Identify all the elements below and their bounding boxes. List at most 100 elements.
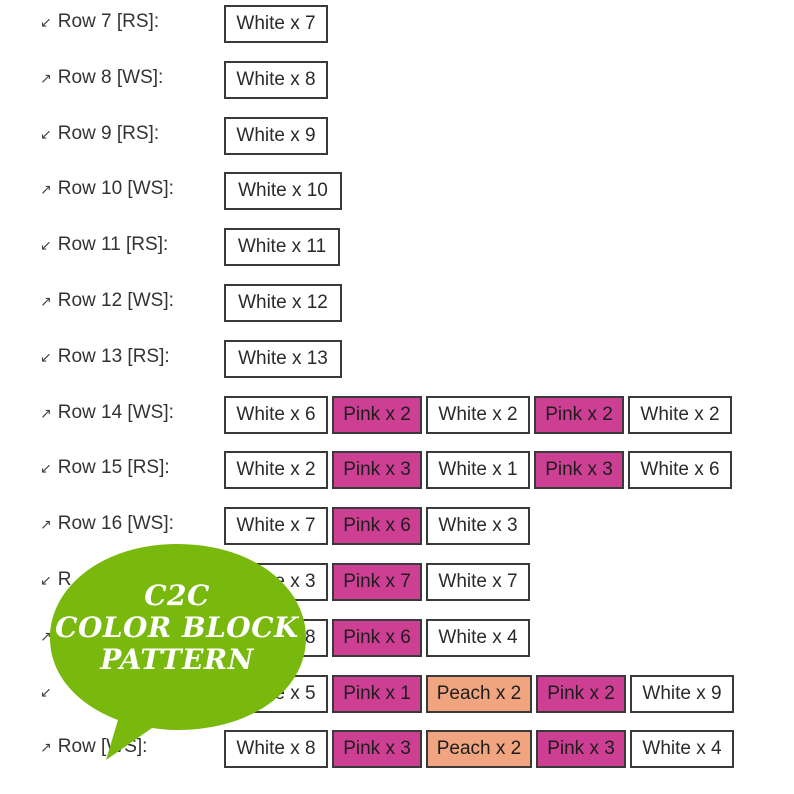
stitch-cell-pink: Pink x 6 [332, 618, 422, 657]
stitch-cell-white: White x 4 [426, 618, 530, 657]
pattern-row: ↙ Row 13 [RS]: White x 13 [0, 338, 794, 382]
row-label-text: Row 16 [WS]: [57, 513, 174, 535]
arrow-up-right-icon: ↗ [40, 516, 52, 533]
arrow-up-right-icon: ↗ [40, 404, 52, 421]
bubble-title: C2C COLOR BLOCK PATTERN [46, 580, 308, 676]
stitch-cell-pink: Pink x 3 [332, 730, 422, 769]
arrow-up-right-icon: ↗ [40, 293, 52, 309]
stitch-cell-pink: Pink x 3 [534, 451, 624, 490]
pattern-row: ↗ Row 12 [WS]: White x 12 [0, 282, 794, 326]
arrow-down-left-icon: ↙ [40, 683, 52, 700]
speech-bubble [50, 544, 306, 760]
row-label-text: Row 11 [RS]: [57, 234, 169, 256]
arrow-down-left-icon: ↙ [40, 14, 52, 30]
stitch-cell-white: White x 7 [224, 507, 328, 546]
row-label-text: Row 15 [RS]: [57, 457, 170, 479]
row-label-text: Row 14 [WS]: [57, 401, 174, 423]
stitch-cells: White x 7 [224, 5, 328, 43]
bubble-line-1: C2C [144, 579, 210, 612]
stitch-cells: White x 10 [224, 172, 342, 211]
pattern-row: ↙ Row 11 [RS]: White x 11 [0, 226, 794, 270]
row-label-text: R [57, 569, 72, 590]
arrow-down-left-icon: ↙ [40, 125, 52, 142]
speech-bubble-shape [50, 544, 306, 760]
stitch-cell-white: White x 6 [628, 451, 732, 490]
stitch-cell-pink: Pink x 2 [332, 395, 422, 434]
row-label-text: Row 7 [RS]: [57, 11, 160, 32]
stitch-cell-white: White x 6 [224, 395, 328, 434]
row-label: ↗ [40, 625, 58, 647]
row-label-text: Row 8 [WS]: [57, 66, 164, 88]
stitch-cell-white: White x 2 [426, 395, 530, 434]
stitch-cell-white: White x 8 [224, 60, 328, 99]
stitch-cell-white: White x 10 [224, 172, 342, 211]
row-label: ↗ Row 10 [WS]: [40, 178, 174, 200]
stitch-cell-pink: Pink x 1 [332, 674, 422, 713]
row-label-text: Row 10 [WS]: [57, 178, 174, 200]
arrow-up-right-icon: ↗ [40, 627, 52, 644]
row-label: ↙ Row 11 [RS]: [40, 234, 168, 256]
arrow-up-right-icon: ↗ [40, 69, 52, 86]
row-label: ↗ Row 8 [WS]: [40, 67, 163, 89]
stitch-cell-pink: Pink x 2 [536, 674, 626, 713]
pattern-row: ↙ Row 7 [RS]: White x 7 [0, 3, 794, 47]
stitch-cell-white: White x 1 [426, 451, 530, 490]
row-label-text: Row 12 [WS]: [57, 290, 174, 311]
stitch-cell-pink: Pink x 2 [534, 395, 624, 434]
stitch-cell-pink: Pink x 7 [332, 563, 422, 601]
stitch-cell-pink: Pink x 3 [536, 730, 626, 769]
row-label: ↙ Row 9 [RS]: [40, 123, 159, 145]
pattern-row: ↗ Row 8 [WS]: White x 8 [0, 59, 794, 103]
stitch-cell-white: White x 8 [224, 730, 328, 769]
arrow-up-right-icon: ↗ [40, 739, 52, 756]
stitch-cell-white: White x 2 [224, 451, 328, 490]
bubble-line-2: COLOR BLOCK [55, 611, 299, 644]
row-label: ↙ Row 15 [RS]: [40, 457, 170, 479]
row-label: ↙R [40, 569, 71, 591]
stitch-cell-white: White x 12 [224, 284, 342, 322]
pattern-row: ↙ Row 9 [RS]: White x 9 [0, 115, 794, 159]
stitch-cell-white: White x 2 [628, 395, 732, 434]
stitch-cell-white: White x 4 [630, 730, 734, 769]
stitch-cells: White x 13 [224, 339, 342, 378]
pattern-row: ↗ Row 10 [WS]: White x 10 [0, 170, 794, 214]
row-label-text: Row 13 [RS]: [57, 345, 170, 367]
arrow-up-right-icon: ↗ [40, 181, 52, 198]
row-label: ↗ Row 14 [WS]: [40, 402, 174, 424]
stitch-cells: White x 8 [224, 60, 328, 99]
stitch-cell-pink: Pink x 3 [332, 451, 422, 490]
stitch-cell-white: White x 9 [630, 674, 734, 713]
row-label: ↙ Row 13 [RS]: [40, 346, 170, 368]
row-label: ↗ Row 16 [WS]: [40, 513, 174, 535]
row-label: ↙ [40, 681, 58, 703]
arrow-down-left-icon: ↙ [40, 237, 52, 254]
row-label: ↙ Row 7 [RS]: [40, 11, 159, 33]
stitch-cell-peach: Peach x 2 [426, 674, 532, 713]
bubble-line-3: PATTERN [100, 643, 254, 676]
stitch-cell-white: White x 3 [426, 507, 530, 546]
stitch-cell-white: White x 9 [224, 116, 328, 155]
stitch-cells: White x 12 [224, 284, 342, 322]
stitch-cell-peach: Peach x 2 [426, 730, 532, 769]
stitch-cell-pink: Pink x 6 [332, 507, 422, 546]
stitch-cells: White x 11 [224, 228, 340, 267]
stitch-cell-white: White x 7 [426, 563, 530, 601]
stitch-cells: White x 9 [224, 116, 328, 155]
arrow-down-left-icon: ↙ [40, 348, 52, 365]
row-label: ↗ Row 12 [WS]: [40, 290, 174, 312]
stitch-cell-white: White x 7 [224, 5, 328, 43]
arrow-down-left-icon: ↙ [40, 460, 52, 477]
arrow-down-left-icon: ↙ [40, 572, 52, 588]
row-label-text: Row 9 [RS]: [57, 122, 160, 144]
stitch-cell-white: White x 13 [224, 339, 342, 378]
